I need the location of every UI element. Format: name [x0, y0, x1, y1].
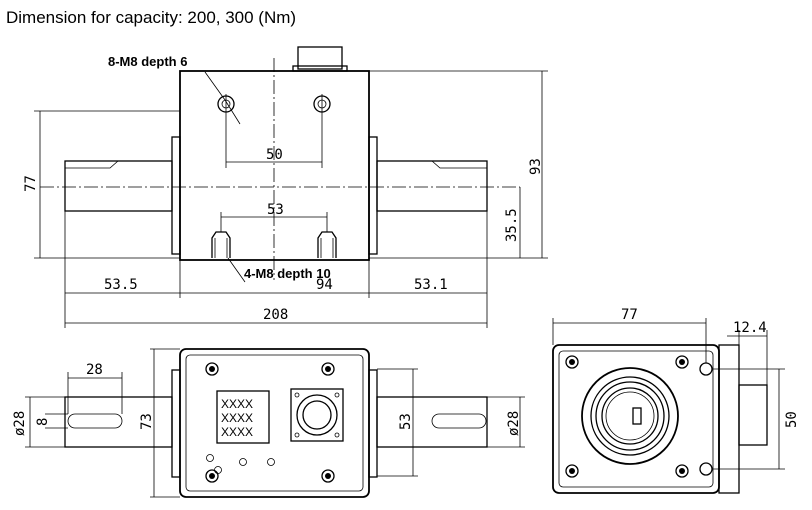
dim-top-keyway-width: 8 [35, 418, 51, 426]
side-connector [738, 384, 768, 446]
front-flange-right [368, 136, 378, 255]
holes-bottom-note: 4-M8 depth 10 [244, 266, 331, 281]
panel-label-line-1: XXXX [221, 397, 253, 411]
drawing-title: Dimension for capacity: 200, 300 (Nm) [6, 8, 297, 27]
top-view [25, 348, 525, 498]
panel-label-line-3: XXXX [221, 425, 253, 439]
top-shaft-left [64, 396, 173, 448]
shaft-bore [581, 367, 679, 465]
dim-front-right-shaft: 53.1 [414, 277, 448, 293]
labels: 8-M8 depth 6 4-M8 depth 10 50 53 77 93 3… [12, 54, 800, 439]
dim-front-hole-pitch-top: 50 [266, 147, 283, 163]
top-connector [290, 388, 344, 442]
side-view [552, 318, 785, 494]
thread-hole-left [211, 231, 231, 258]
dim-side-hole-pitch: 50 [784, 411, 800, 428]
keyway-left [67, 413, 123, 429]
dim-top-shaft-diameter-right: ø28 [506, 411, 522, 436]
dim-front-total-height: 93 [528, 158, 544, 175]
front-view [34, 46, 548, 328]
label-panel [216, 390, 270, 444]
dim-top-shaft-diameter-left: ø28 [12, 411, 28, 436]
panel-label-line-2: XXXX [221, 411, 253, 425]
front-shaft-left [64, 160, 173, 212]
keyway-right [431, 413, 487, 429]
dim-front-body-height: 77 [23, 175, 39, 192]
front-connector [297, 46, 343, 70]
thread-hole-right [317, 231, 337, 258]
dim-top-keyway-length: 28 [86, 362, 103, 378]
front-flange-left [171, 136, 181, 255]
dim-top-hole-pitch: 53 [398, 413, 414, 430]
top-body [179, 348, 370, 498]
dim-front-overall-length: 208 [263, 307, 288, 323]
dim-top-body-width: 73 [139, 413, 155, 430]
holes-top-note: 8-M8 depth 6 [108, 54, 187, 69]
front-shaft-right [376, 160, 488, 212]
dim-front-body-length: 94 [316, 277, 333, 293]
dim-front-center-height: 35.5 [504, 208, 520, 242]
dim-side-body-width: 77 [621, 307, 638, 323]
dim-side-connector-depth: 12.4 [733, 320, 767, 336]
dim-front-hole-pitch-bottom: 53 [267, 202, 284, 218]
front-body [179, 70, 370, 261]
dim-front-left-shaft: 53.5 [104, 277, 138, 293]
top-shaft-right [376, 396, 488, 448]
